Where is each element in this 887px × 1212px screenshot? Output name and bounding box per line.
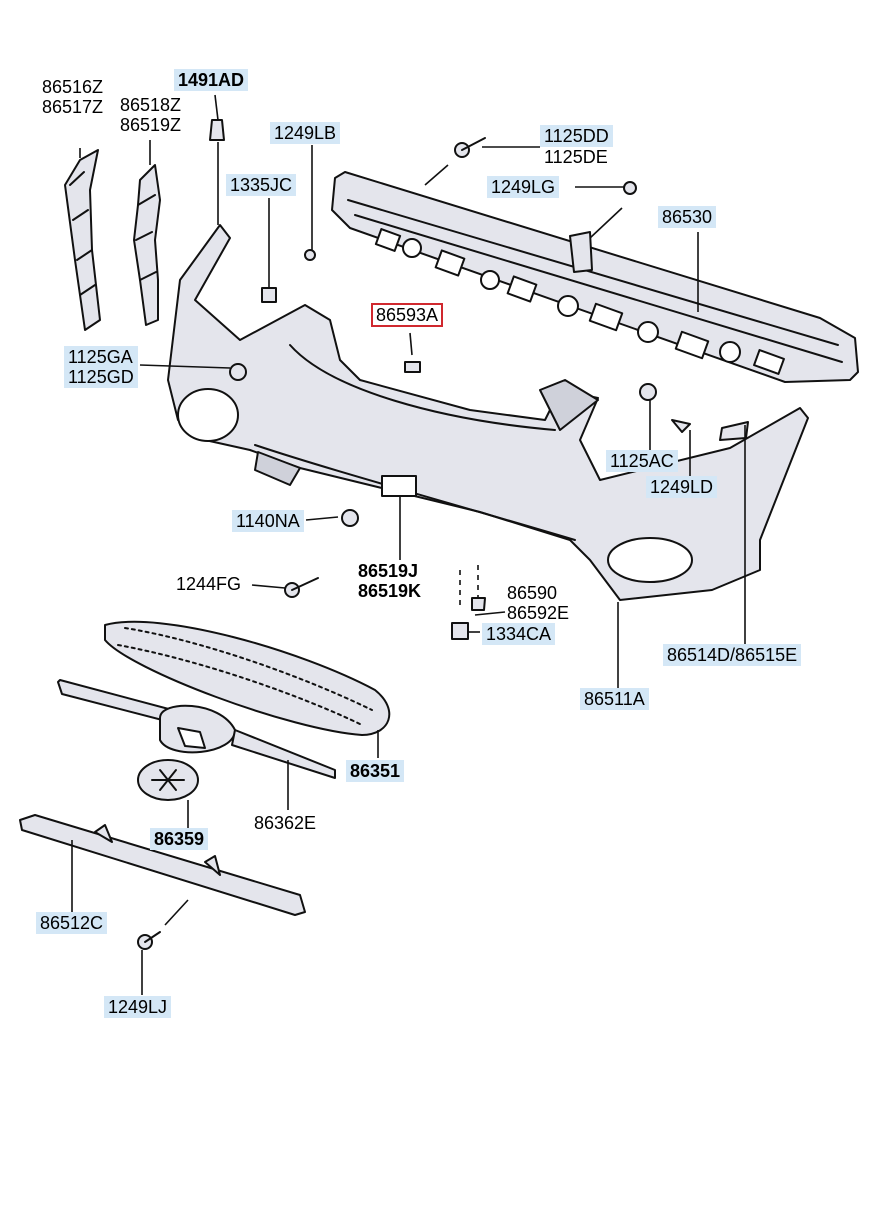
part-number-86590: 86590: [507, 583, 558, 603]
part-number-1125dd: 1125DD: [540, 125, 613, 147]
part-number-86519k: 86519K: [358, 581, 422, 601]
grille-garnish-part: [57, 679, 336, 779]
part-number-86592e: 86592E: [507, 603, 570, 623]
part-label-86530: 86530: [658, 206, 717, 228]
part-label-1140na: 1140NA: [232, 510, 304, 532]
part-number-1125gd: 1125GD: [68, 367, 134, 387]
part-label-1335jc: 1335JC: [226, 174, 297, 196]
emblem-part: [137, 759, 199, 801]
part-label-1249lb: 1249LB: [270, 122, 341, 144]
lower-retainer-part: [19, 814, 306, 916]
grille-part: [104, 620, 391, 736]
part-number-86516z: 86516Z: [42, 77, 104, 97]
side-bracket-right-part: [133, 164, 161, 326]
part-label-1125dd-1125de: 1125DD 1125DE: [540, 125, 613, 168]
part-label-86590-86592e: 86590 86592E: [503, 582, 573, 624]
part-label-86362e: 86362E: [254, 813, 317, 833]
part-label-1249lj: 1249LJ: [104, 996, 172, 1018]
part-label-86516z-86517z: 86516Z 86517Z: [38, 76, 107, 118]
part-number-1125de: 1125DE: [544, 147, 608, 167]
part-label-1334ca: 1334CA: [482, 623, 556, 645]
side-bracket-left-part: [64, 149, 101, 331]
part-label-86351: 86351: [346, 760, 405, 782]
part-number-86517z: 86517Z: [42, 97, 104, 117]
part-label-86359: 86359: [150, 828, 209, 850]
part-label-86512c: 86512C: [36, 912, 108, 934]
part-label-86518z-86519z: 86518Z 86519Z: [116, 94, 185, 136]
part-number-86518z: 86518Z: [120, 95, 182, 115]
part-number-86519z: 86519Z: [120, 115, 182, 135]
part-label-1249lg: 1249LG: [487, 176, 560, 198]
bumper-beam-part: [331, 171, 859, 383]
part-number-86519j: 86519J: [358, 561, 419, 581]
bumper-cover-part: [167, 224, 809, 601]
part-number-1125ga: 1125GA: [68, 347, 133, 367]
part-label-86511a: 86511A: [580, 688, 649, 710]
part-label-86593a-highlighted: 86593A: [371, 303, 444, 327]
part-label-1125ac: 1125AC: [606, 450, 678, 472]
part-label-1244fg: 1244FG: [176, 574, 242, 594]
part-label-86514d-86515e: 86514D/86515E: [663, 644, 802, 666]
leader-lines: [71, 94, 746, 995]
part-label-1125ga-1125gd: 1125GA 1125GD: [64, 346, 138, 388]
part-label-86519j-86519k: 86519J 86519K: [354, 560, 425, 602]
part-label-1491ad: 1491AD: [174, 69, 249, 91]
part-label-1249ld: 1249LD: [646, 476, 718, 498]
fasteners: [137, 119, 749, 950]
